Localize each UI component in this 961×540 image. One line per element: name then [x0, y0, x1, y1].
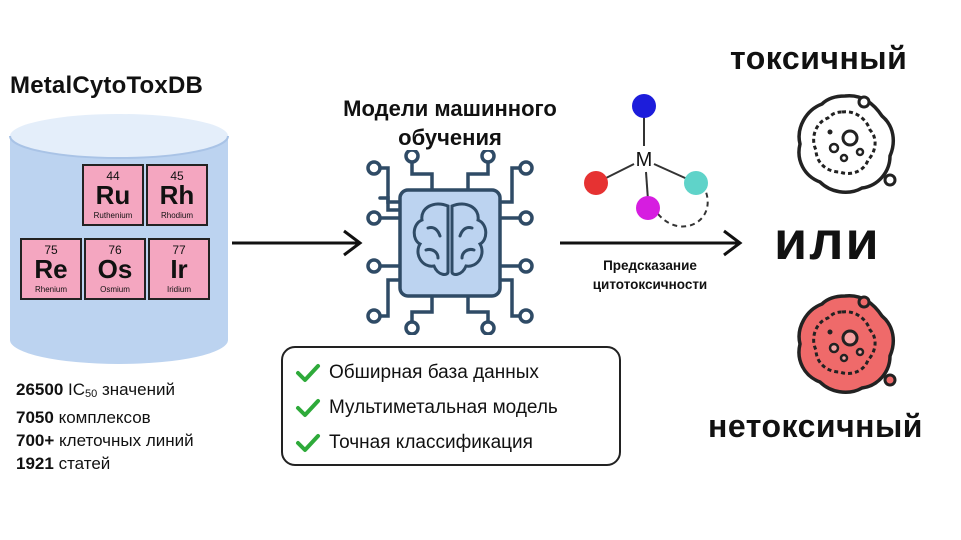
- arrow-right-icon: [232, 229, 363, 257]
- stat-cell-lines: 700+ клеточных линий: [16, 431, 194, 450]
- feature-item-multimetal: Мультиметальная модель: [329, 397, 558, 418]
- element-tile-os: 76 Os Osmium: [84, 238, 146, 300]
- stat-articles: 1921 статей: [16, 454, 111, 473]
- prediction-label: Предсказание цитотоксичности: [592, 258, 708, 292]
- database-stats: 26500 IC50 значений 7050 комплексов 700+…: [16, 378, 194, 475]
- brain-chip-icon: [366, 150, 534, 335]
- element-tile-rh: 45 Rh Rhodium: [146, 164, 208, 226]
- element-tile-ir: 77 Ir Iridium: [148, 238, 210, 300]
- feature-item-classification: Точная классификация: [329, 432, 533, 453]
- element-tile-re: 75 Re Rhenium: [20, 238, 82, 300]
- metal-complex-molecule-icon: M: [584, 94, 709, 228]
- check-icon: [296, 364, 320, 382]
- feature-item-database: Обширная база данных: [329, 362, 539, 383]
- features-box: Обширная база данных Мультиметальная мод…: [281, 346, 621, 466]
- toxic-cell-icon: [797, 94, 897, 194]
- toxic-label: токсичный: [730, 40, 908, 76]
- check-icon: [296, 399, 320, 417]
- ml-model-title: Модели машинного обучения: [343, 96, 557, 150]
- metal-center-label: M: [636, 149, 653, 171]
- nontoxic-cell-icon: [797, 294, 897, 394]
- stat-complexes: 7050 комплексов: [16, 408, 151, 427]
- arrow-right-icon: [560, 229, 743, 257]
- element-tile-ru: 44 Ru Ruthenium: [82, 164, 144, 226]
- check-icon: [296, 434, 320, 452]
- or-label: или: [774, 211, 881, 271]
- database-title: MetalCytoToxDB: [10, 72, 204, 99]
- nontoxic-label: нетоксичный: [708, 408, 923, 444]
- stat-ic50: 26500 IC50 значений: [16, 380, 175, 400]
